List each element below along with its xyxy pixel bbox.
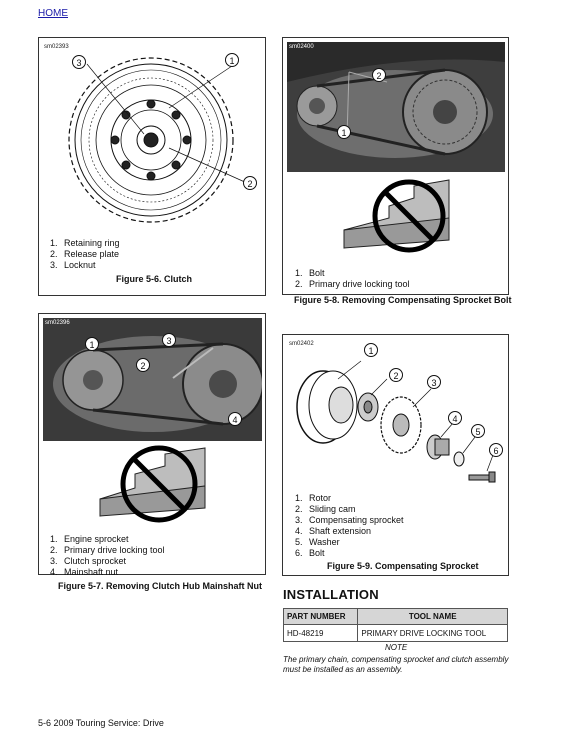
no-tool-symbol	[99, 445, 206, 523]
legend-item: 3.Clutch sprocket	[50, 556, 127, 566]
table-row: HD-48219 PRIMARY DRIVE LOCKING TOOL	[282, 624, 508, 642]
home-link[interactable]: HOME	[38, 8, 68, 19]
callout-3: 3	[162, 333, 176, 347]
tool-table: PART NUMBER TOOL NAME HD-48219 PRIMARY D…	[282, 608, 508, 642]
primary-drive-photo	[43, 318, 262, 441]
page-footer: 5-6 2009 Touring Service: Drive	[38, 718, 164, 728]
figure-legend: 1.Rotor 2.Sliding cam 3.Compensating spr…	[295, 493, 404, 559]
compensating-sprocket-illustration	[296, 360, 496, 483]
legend-item: 4.Mainshaft nut	[50, 567, 119, 577]
figure-tag: sm02396	[45, 320, 70, 326]
note-title: NOTE	[385, 643, 408, 652]
legend-item: 2.Release plate	[50, 249, 120, 259]
legend-item: 2.Primary drive locking tool	[295, 279, 410, 289]
callout-3: 3	[427, 375, 441, 389]
legend-item: 6.Bolt	[295, 548, 325, 558]
callout-1: 1	[364, 343, 378, 357]
legend-item: 1.Retaining ring	[50, 238, 120, 248]
no-tool-symbol	[343, 179, 450, 253]
callout-1: 1	[337, 125, 351, 139]
figure-5-8: sm02400 2 1 1.Bolt 2.Primary drive locki…	[282, 37, 509, 295]
figure-legend: 1.Retaining ring 2.Release plate 3.Lockn…	[50, 238, 120, 271]
legend-item: 4.Shaft extension	[295, 526, 372, 536]
callout-2: 2	[136, 358, 150, 372]
callout-4: 4	[448, 411, 462, 425]
figure-caption: Figure 5-7. Removing Clutch Hub Mainshaf…	[58, 581, 263, 591]
legend-item: 1.Rotor	[295, 493, 332, 503]
legend-item: 1.Bolt	[295, 268, 325, 278]
figure-5-9: sm02402 1 2 3 4 5 6 1.Rotor 2.Slidi	[282, 334, 509, 576]
callout-3: 3	[72, 55, 86, 69]
figure-5-6: sm02393 3 1 2 1.Retaining ring	[38, 37, 266, 296]
primary-drive-photo	[287, 42, 505, 172]
callout-2: 2	[243, 176, 257, 190]
table-header: PART NUMBER	[282, 608, 359, 625]
callout-2: 2	[372, 68, 386, 82]
figure-5-7: sm02396 1 2 3 4 1.Engine sprocket 2.Prim…	[38, 313, 266, 578]
note-text: The primary chain, compensating sprocket…	[283, 655, 509, 674]
legend-item: 5.Washer	[295, 537, 340, 547]
legend-item: 2.Sliding cam	[295, 504, 356, 514]
legend-item: 1.Engine sprocket	[50, 534, 129, 544]
table-cell: HD-48219	[282, 624, 359, 642]
callout-6: 6	[489, 443, 503, 457]
callout-2: 2	[389, 368, 403, 382]
section-heading: INSTALLATION	[283, 587, 379, 602]
figure-caption: Figure 5-9. Compensating Sprocket	[327, 561, 479, 571]
table-cell: PRIMARY DRIVE LOCKING TOOL	[357, 624, 508, 642]
table-header: TOOL NAME	[357, 608, 508, 625]
callout-1: 1	[225, 53, 239, 67]
figure-tag: sm02400	[289, 44, 314, 50]
callout-1: 1	[85, 337, 99, 351]
figure-tag: sm02393	[44, 44, 69, 50]
legend-item: 3.Compensating sprocket	[295, 515, 404, 525]
legend-item: 3.Locknut	[50, 260, 96, 270]
callout-4: 4	[228, 412, 242, 426]
figure-legend: 1.Bolt 2.Primary drive locking tool	[295, 268, 410, 290]
figure-legend: 1.Engine sprocket 2.Primary drive lockin…	[50, 534, 165, 578]
figure-caption: Figure 5-8. Removing Compensating Sprock…	[294, 295, 512, 305]
figure-tag: sm02402	[289, 341, 314, 347]
clutch-illustration	[68, 57, 248, 223]
callout-5: 5	[471, 424, 485, 438]
legend-item: 2.Primary drive locking tool	[50, 545, 165, 555]
figure-caption: Figure 5-6. Clutch	[116, 274, 193, 284]
